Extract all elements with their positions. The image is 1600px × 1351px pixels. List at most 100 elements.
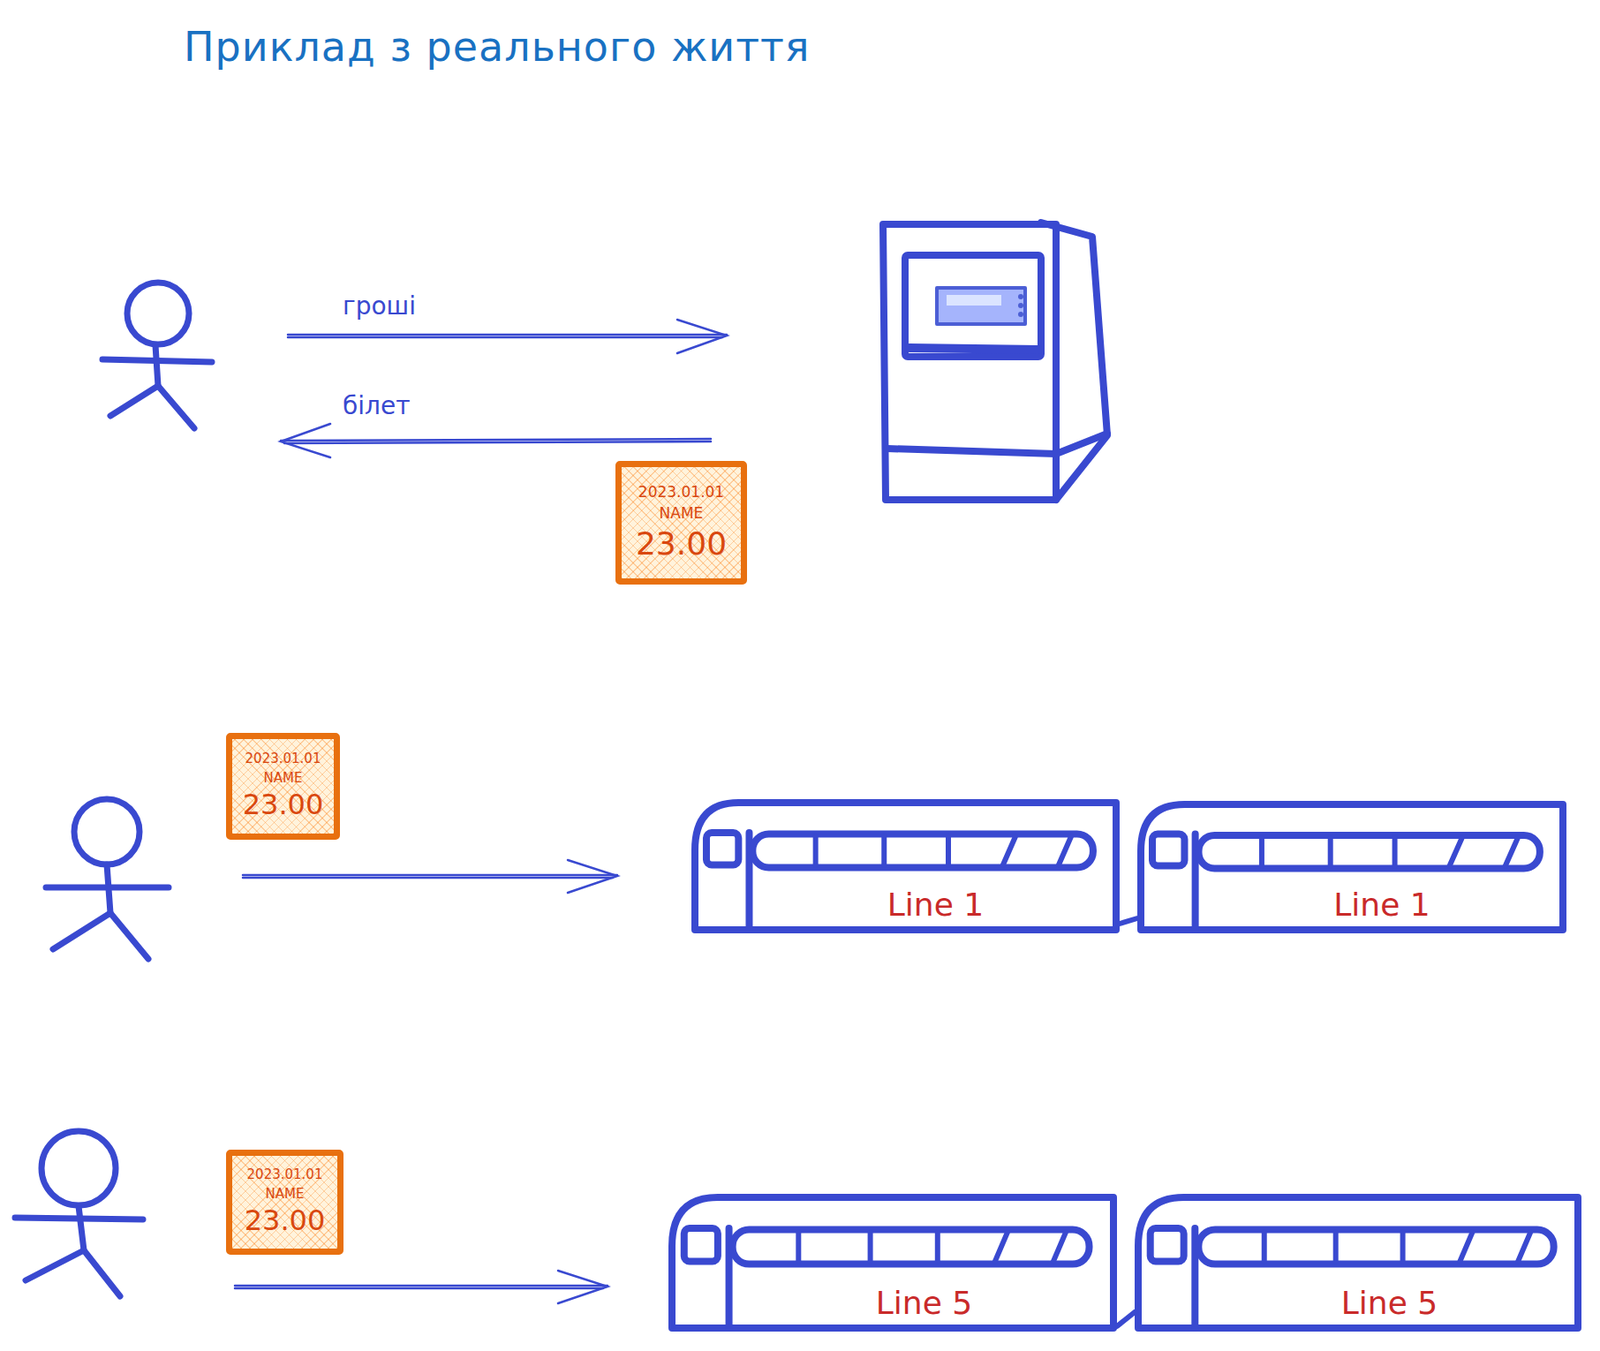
- ticket-name: NAME: [659, 505, 704, 522]
- stick-figure: [25, 1250, 84, 1281]
- car-window-divider: [1333, 1232, 1339, 1262]
- arrow: [242, 874, 618, 877]
- car-body: [1138, 1197, 1578, 1329]
- stick-figure: [83, 1250, 121, 1297]
- car-body: [1140, 804, 1563, 930]
- car-window-divider: [945, 837, 951, 866]
- ticket-machine: [909, 347, 1039, 350]
- ticket-date: 2023.01.01: [245, 752, 322, 767]
- train-coupling: [1116, 918, 1138, 1327]
- car-window-strip: [732, 1230, 1090, 1265]
- car-window-strip: [752, 834, 1094, 868]
- stick-figure: [155, 345, 159, 386]
- arrow: [234, 1270, 608, 1304]
- ticket-card: 2023.01.01NAME23.00: [226, 1149, 344, 1255]
- stick-figure: [110, 913, 149, 959]
- stick-figure: [78, 1206, 84, 1251]
- car-window-divider: [1053, 1232, 1066, 1262]
- car-window-strip: [1198, 1230, 1554, 1265]
- arrow: [567, 860, 618, 893]
- ticket-machine: [946, 294, 1002, 306]
- arrow-label: білет: [339, 391, 413, 421]
- ticket-machine: [1018, 311, 1024, 317]
- line-name: Line 1: [887, 886, 984, 923]
- car-window-divider: [1459, 1232, 1472, 1262]
- car-window-divider: [1392, 837, 1398, 867]
- car-window-divider: [1517, 1232, 1531, 1262]
- ticket-date: 2023.01.01: [247, 1168, 324, 1183]
- ticket-card: 2023.01.01NAME 23.00: [615, 460, 748, 585]
- car-front-window: [684, 1228, 718, 1261]
- arrow: [287, 319, 727, 354]
- car-body: [671, 1197, 1114, 1329]
- ticket-time: 23.00: [635, 527, 727, 561]
- stick-figure: [74, 799, 140, 865]
- ticket-date: 2023.01.01: [638, 484, 725, 501]
- arrow-label: гроші: [339, 291, 419, 321]
- arrow: [242, 860, 618, 893]
- ticket-machine: [936, 287, 1026, 325]
- train-car: Line 1: [691, 799, 1120, 934]
- arrow: [234, 1284, 608, 1288]
- ticket-machine: [1018, 302, 1024, 309]
- car-window-divider: [1003, 837, 1016, 866]
- ticket-machine: [883, 224, 1057, 500]
- ticket-name: NAME: [264, 771, 303, 786]
- arrow: [242, 876, 613, 880]
- ticket-machine: [1041, 222, 1108, 500]
- ticket-time: 23.00: [244, 1206, 326, 1237]
- car-window-divider: [1058, 837, 1072, 866]
- car-window-divider: [881, 837, 887, 866]
- stick-figure: [41, 1131, 116, 1206]
- car-window-strip: [1198, 835, 1540, 869]
- car-window-divider: [995, 1232, 1008, 1262]
- car-window-divider: [935, 1232, 941, 1262]
- car-front-window: [1152, 834, 1185, 867]
- car-window-divider: [1261, 1232, 1268, 1262]
- train-car: Line 5: [1134, 1193, 1582, 1332]
- car-window-divider: [1328, 837, 1334, 867]
- stick-figure: [110, 385, 159, 416]
- car-window-divider: [1505, 837, 1518, 867]
- arrow: [558, 1270, 608, 1304]
- stick-figure: [15, 1217, 144, 1220]
- car-window-divider: [1449, 837, 1463, 867]
- car-window-divider: [1259, 837, 1265, 867]
- stick-figure: [102, 282, 212, 429]
- arrow: [284, 441, 711, 444]
- arrow: [677, 319, 727, 354]
- arrow: [280, 423, 331, 458]
- car-front-window: [706, 832, 739, 865]
- line-name: Line 5: [1341, 1284, 1438, 1321]
- arrow: [280, 423, 711, 458]
- line-name: Line 5: [875, 1284, 973, 1321]
- train-coupling: [1119, 918, 1138, 924]
- ticket-machine: [1018, 294, 1024, 300]
- ticket-machine: [887, 433, 1108, 454]
- car-window-divider: [813, 837, 819, 866]
- diagram-title: Приклад з реального життя: [183, 22, 811, 71]
- car-window-divider: [795, 1232, 801, 1262]
- arrow: [287, 333, 727, 337]
- stick-figure: [158, 385, 195, 429]
- car-body: [694, 802, 1117, 930]
- stick-figure: [45, 884, 169, 891]
- car-front-window: [1150, 1228, 1185, 1261]
- train-car: Line 5: [668, 1193, 1117, 1332]
- stick-figure: [127, 282, 189, 345]
- ticket-time: 23.00: [242, 790, 325, 821]
- line-name: Line 1: [1333, 886, 1430, 923]
- stick-figure: [52, 913, 111, 950]
- ticket-card: 2023.01.01NAME 23.00: [226, 732, 340, 840]
- arrow: [280, 438, 711, 441]
- ticket-machine: [905, 255, 1042, 357]
- car-window-divider: [867, 1232, 874, 1262]
- train-coupling: [1116, 1312, 1135, 1327]
- stick-figure: [15, 1131, 144, 1297]
- arrow: [234, 1287, 604, 1291]
- stick-figure: [45, 799, 169, 959]
- car-window-divider: [1400, 1232, 1406, 1262]
- stick-figure: [102, 359, 212, 363]
